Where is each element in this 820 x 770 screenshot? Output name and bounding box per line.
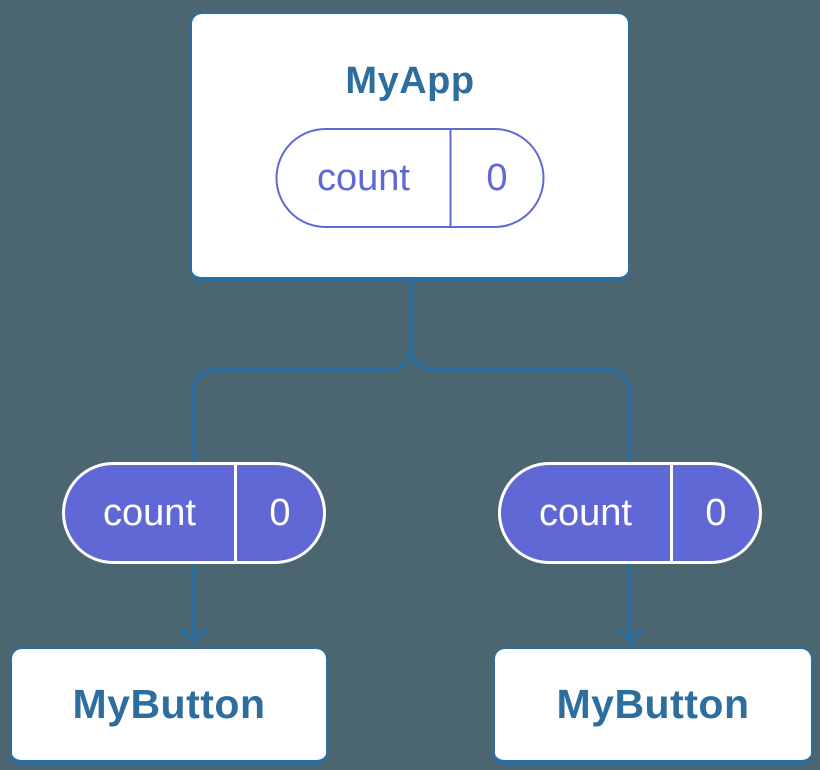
prop-pill-right: count 0 bbox=[498, 462, 762, 564]
state-pill: count 0 bbox=[275, 128, 545, 228]
state-pill-value: 0 bbox=[486, 156, 508, 199]
mybutton-node-right: MyButton bbox=[493, 647, 813, 765]
myapp-node: MyApp count 0 bbox=[190, 12, 630, 282]
connector-branch-left bbox=[191, 342, 413, 637]
prop-pill-left: count 0 bbox=[62, 462, 326, 564]
mybutton-title: MyButton bbox=[556, 681, 750, 727]
prop-pill-label: count bbox=[501, 465, 673, 561]
state-pill-label: count bbox=[278, 130, 452, 226]
prop-pill-label: count bbox=[65, 465, 237, 561]
arrow-down-icon bbox=[615, 626, 645, 645]
mybutton-node-left: MyButton bbox=[10, 647, 328, 765]
prop-pill-value: 0 bbox=[269, 491, 291, 534]
connector-branch-right bbox=[409, 342, 632, 637]
myapp-title: MyApp bbox=[345, 60, 475, 102]
arrow-down-icon bbox=[178, 626, 208, 645]
mybutton-title: MyButton bbox=[72, 681, 266, 727]
prop-pill-value: 0 bbox=[705, 491, 727, 534]
